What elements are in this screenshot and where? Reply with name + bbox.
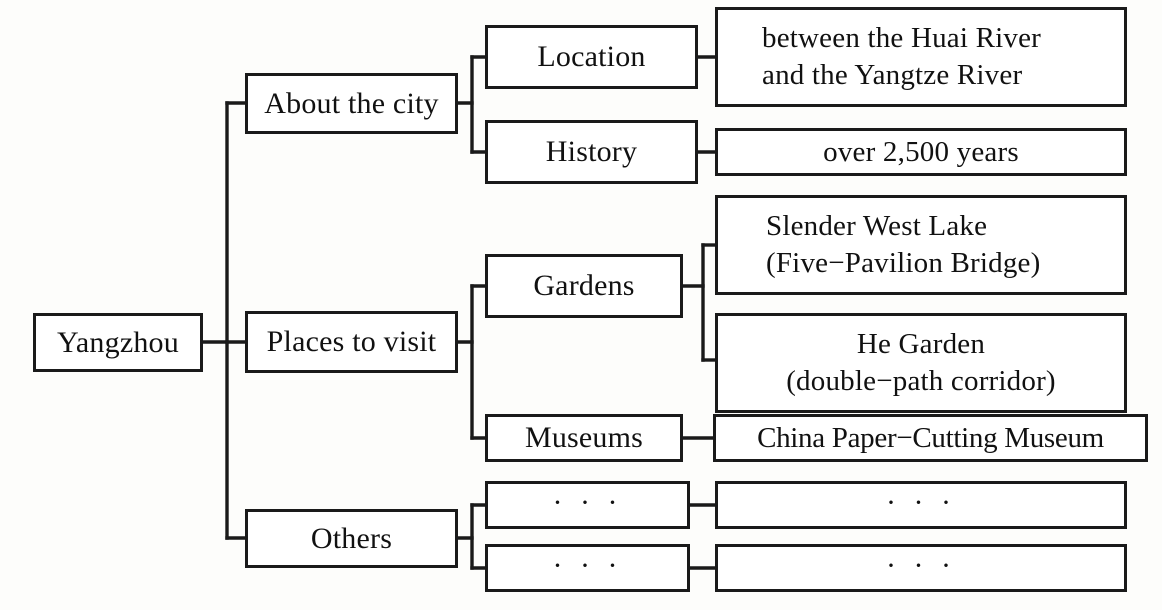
node-gardens-value-2[interactable]: He Garden (double−path corridor)	[715, 313, 1127, 413]
node-others-sub-1-label: · · ·	[552, 486, 623, 520]
node-others-value-2[interactable]: · · ·	[715, 544, 1127, 592]
node-museums-value-text: China Paper−Cutting Museum	[757, 421, 1104, 454]
node-location-label: Location	[537, 40, 646, 74]
node-gardens[interactable]: Gardens	[485, 254, 683, 318]
node-others-value-2-text: · · ·	[886, 549, 956, 583]
node-others-sub-1[interactable]: · · ·	[485, 481, 690, 529]
node-museums[interactable]: Museums	[485, 414, 683, 462]
node-gardens-value-2-text: He Garden (double−path corridor)	[786, 327, 1056, 397]
node-places-to-visit-label: Places to visit	[266, 325, 437, 359]
node-others-value-1-text: · · ·	[886, 486, 956, 520]
node-location-value[interactable]: between the Huai River and the Yangtze R…	[715, 7, 1127, 107]
node-gardens-value-1[interactable]: Slender West Lake (Five−Pavilion Bridge)	[715, 195, 1127, 295]
node-others-label: Others	[310, 521, 393, 555]
node-about-the-city-label: About the city	[264, 86, 439, 120]
node-history-label: History	[545, 135, 638, 169]
node-museums-label: Museums	[524, 421, 644, 455]
node-history-value-text: over 2,500 years	[823, 135, 1019, 168]
node-location-value-text: between the Huai River and the Yangtze R…	[762, 21, 1041, 91]
node-root-yangzhou-label: Yangzhou	[57, 325, 179, 359]
node-gardens-label: Gardens	[533, 269, 635, 303]
node-places-to-visit[interactable]: Places to visit	[245, 311, 458, 373]
node-history[interactable]: History	[485, 120, 698, 184]
node-gardens-value-1-text: Slender West Lake (Five−Pavilion Bridge)	[766, 209, 1041, 279]
node-root-yangzhou[interactable]: Yangzhou	[33, 313, 203, 372]
node-about-the-city[interactable]: About the city	[245, 73, 458, 134]
node-others-sub-2[interactable]: · · ·	[485, 544, 690, 592]
node-others-value-1[interactable]: · · ·	[715, 481, 1127, 529]
node-location[interactable]: Location	[485, 25, 698, 89]
node-others[interactable]: Others	[245, 509, 458, 568]
node-museums-value[interactable]: China Paper−Cutting Museum	[713, 414, 1148, 462]
node-history-value[interactable]: over 2,500 years	[715, 128, 1127, 176]
node-others-sub-2-label: · · ·	[552, 549, 623, 583]
